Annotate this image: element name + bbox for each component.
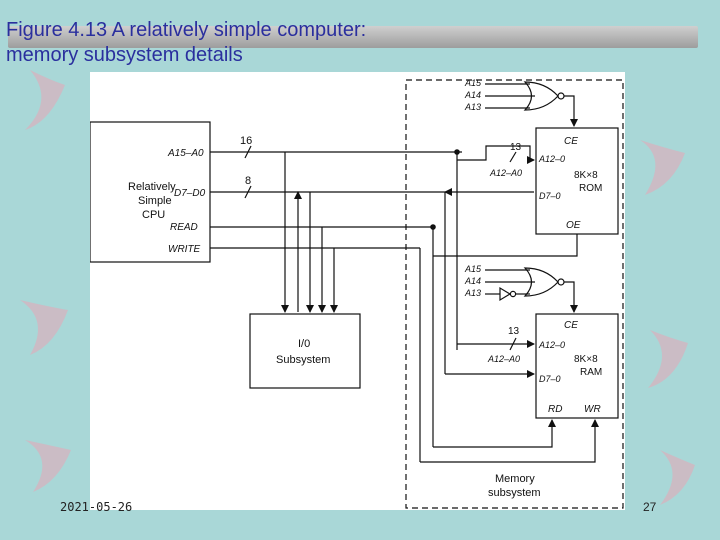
decorative-boomerangs [20, 70, 695, 505]
ram-rd-label: RD [548, 404, 562, 415]
address-bus-slash [244, 145, 252, 159]
ram-rd-line [433, 419, 556, 448]
ram-nor-bubble [557, 278, 565, 286]
data-bus-width: 8 [245, 175, 251, 187]
read-junction [430, 224, 436, 230]
rom-gate-input-a13: A13 [464, 102, 481, 112]
memory-label-2: subsystem [488, 487, 541, 499]
cpu-data-label: D7–D0 [174, 188, 206, 199]
rom-ce-label: CE [564, 136, 578, 147]
rom-oe-label: OE [566, 220, 581, 231]
rom-nor-gate [523, 81, 559, 111]
figure-panel: Relatively Simple CPU A15–A0 D7–D0 READ … [89, 72, 625, 510]
rom-oe-line [433, 234, 578, 257]
io-label-2: Subsystem [276, 354, 330, 366]
rom-addr-in-label: A12–A0 [489, 168, 522, 178]
ram-address-width: 13 [508, 326, 520, 337]
title-bar [8, 26, 698, 48]
ram-gate-input-a15: A15 [464, 264, 482, 274]
address-bus-junction [454, 149, 460, 155]
data-bus-slash [244, 185, 252, 199]
io-label-1: I/0 [298, 338, 310, 350]
rom-address-width: 13 [510, 142, 522, 153]
rom-data-label: D7–0 [539, 191, 561, 201]
ram-addr-label: A12–0 [538, 340, 565, 350]
rom-gate-input-a14: A14 [464, 90, 481, 100]
rom-ce-line [564, 95, 578, 127]
slide-title-line1: Figure 4.13 A relatively simple computer… [6, 19, 367, 41]
ram-addr-in-label: A12–A0 [487, 354, 520, 364]
address-bus-width: 16 [240, 135, 252, 147]
cpu-write-label: WRITE [168, 244, 201, 255]
cpu-label-1: Relatively [128, 181, 176, 193]
slide-date: 2021-05-26 [60, 500, 133, 514]
cpu-label-2: Simple [138, 195, 172, 207]
slide-title: Figure 4.13 A relatively simple computer… [6, 18, 486, 68]
slide-page-number: 27 [643, 500, 657, 514]
rom-nor-bubble [557, 92, 565, 100]
rom-address-slash [509, 151, 517, 163]
ram-type-label: RAM [580, 367, 602, 378]
ram-wr-line [420, 419, 599, 463]
rom-type-label: ROM [579, 183, 602, 194]
memory-subsystem-boundary [405, 79, 624, 509]
ram-data-label: D7–0 [539, 374, 561, 384]
rom-addr-label: A12–0 [538, 154, 565, 164]
ram-ce-label: CE [564, 320, 578, 331]
ram-nor-gate [523, 267, 559, 297]
ram-box [535, 313, 619, 419]
rom-address-line [457, 145, 535, 164]
rom-gate-input-a15: A15 [464, 78, 482, 88]
cpu-addr-label: A15–A0 [167, 148, 204, 159]
ram-gate-input-a14: A14 [464, 276, 481, 286]
ram-gate-input-a13: A13 [464, 288, 481, 298]
cpu-label-3: CPU [142, 209, 165, 221]
ram-size-label: 8K×8 [574, 354, 598, 365]
ram-inverter [499, 286, 512, 302]
io-box [249, 313, 361, 389]
ram-ce-line [564, 281, 578, 313]
memory-label-1: Memory [495, 473, 535, 485]
memory-subsystem-diagram: Relatively Simple CPU A15–A0 D7–D0 READ … [89, 78, 624, 509]
rom-size-label: 8K×8 [574, 170, 598, 181]
ram-wr-label: WR [584, 404, 601, 415]
ram-address-slash [509, 337, 517, 351]
slide-title-line2: memory subsystem details [6, 44, 243, 66]
cpu-read-label: READ [170, 222, 198, 233]
ram-inverter-bubble [509, 290, 517, 298]
